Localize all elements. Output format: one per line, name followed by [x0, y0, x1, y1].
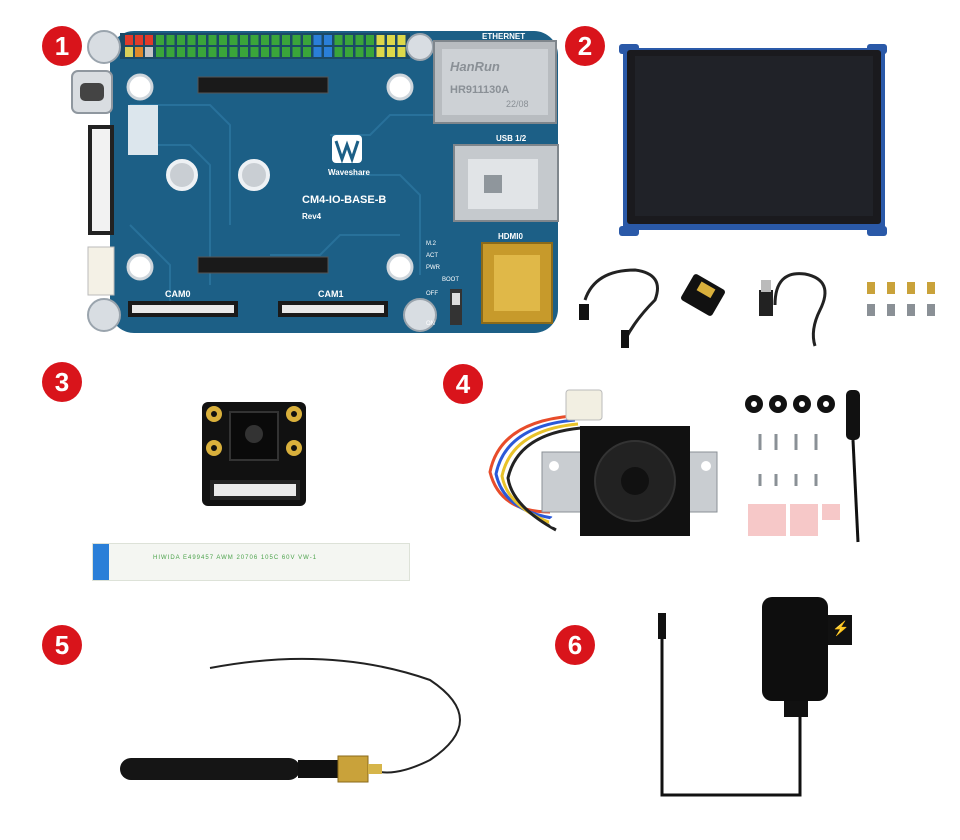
- fan-accessories: [745, 390, 860, 543]
- hdmi-adapter: [681, 274, 725, 316]
- lightning-icon: ⚡: [832, 620, 850, 636]
- brand-text: Waveshare: [328, 168, 371, 177]
- cm4-io-board: Waveshare CM4-IO-BASE-B Rev4 CAM0 CAM1 E…: [71, 30, 559, 333]
- boot-label: BOOT: [442, 277, 459, 283]
- badge-1: 1: [42, 26, 82, 66]
- rj45-date: 22/08: [506, 99, 529, 109]
- wifi-antenna: [120, 657, 461, 783]
- camera-module: [202, 402, 306, 506]
- cooling-fan: [488, 389, 718, 536]
- off-label: OFF: [426, 291, 438, 297]
- badge-4: 4: [443, 364, 483, 404]
- cam0-label: CAM0: [165, 289, 191, 299]
- power-adapter: [658, 597, 852, 797]
- fpc-cable-text: HIWIDA E499457 AWM 20706 105C 60V VW-1: [153, 555, 318, 561]
- board-name: CM4-IO-BASE-B: [302, 194, 386, 206]
- hdmi-label: HDMI0: [498, 232, 523, 241]
- badge-2: 2: [565, 26, 605, 66]
- gpio-header: [125, 35, 153, 57]
- lcd-display: [619, 44, 887, 236]
- led-pwr: PWR: [426, 265, 441, 271]
- badge-6: 6: [555, 625, 595, 665]
- led-act: ACT: [426, 253, 438, 259]
- cam1-label: CAM1: [318, 289, 344, 299]
- badge-3: 3: [42, 362, 82, 402]
- rj45-part: HR911130A: [450, 84, 509, 96]
- board-rev: Rev4: [302, 212, 322, 221]
- rj45-brand: HanRun: [450, 59, 500, 74]
- on-label: ON: [426, 321, 435, 327]
- waveshare-logo: [332, 135, 362, 164]
- led-m2: M.2: [426, 241, 437, 247]
- fpc-cable: HIWIDA E499457 AWM 20706 105C 60V VW-1: [92, 543, 410, 581]
- display-accessories: [579, 268, 935, 348]
- fpc-blue-end: [93, 544, 109, 580]
- badge-5: 5: [42, 625, 82, 665]
- ethernet-label: ETHERNET: [482, 32, 525, 41]
- usb-label: USB 1/2: [496, 134, 527, 143]
